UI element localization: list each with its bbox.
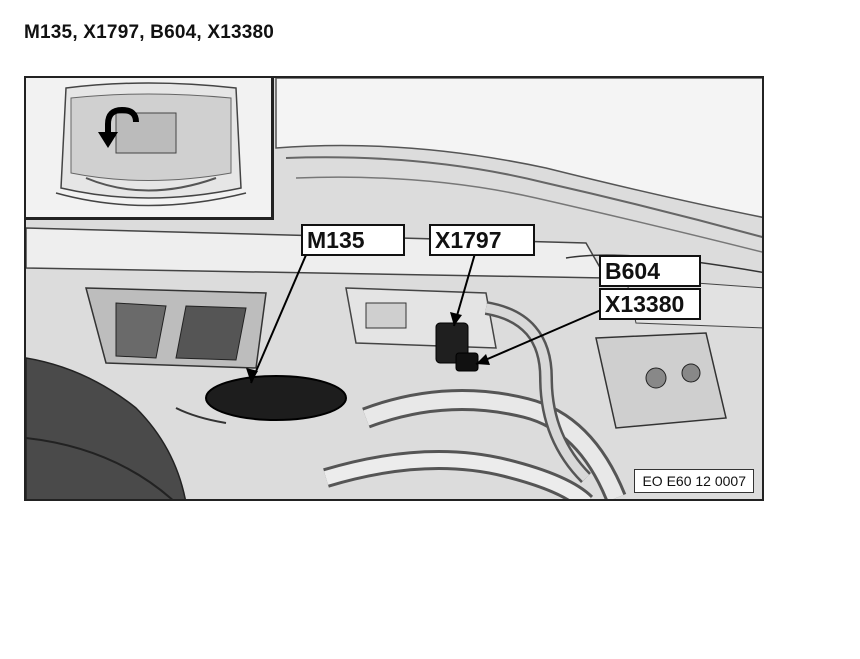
label-m135: M135 [301, 224, 405, 256]
vehicle-overview-drawing [55, 82, 247, 207]
vehicle-overview-inset [26, 78, 274, 220]
engine-bay-illustration: M135 X1797 B604 X13380 EO E60 12 0007 [24, 76, 764, 501]
page-title: M135, X1797, B604, X13380 [24, 22, 275, 43]
label-x13380: X13380 [599, 288, 701, 320]
label-b604: B604 [599, 255, 701, 287]
curved-arrow-icon [98, 106, 139, 148]
label-x1797: X1797 [429, 224, 535, 256]
image-reference-code: EO E60 12 0007 [634, 469, 754, 493]
